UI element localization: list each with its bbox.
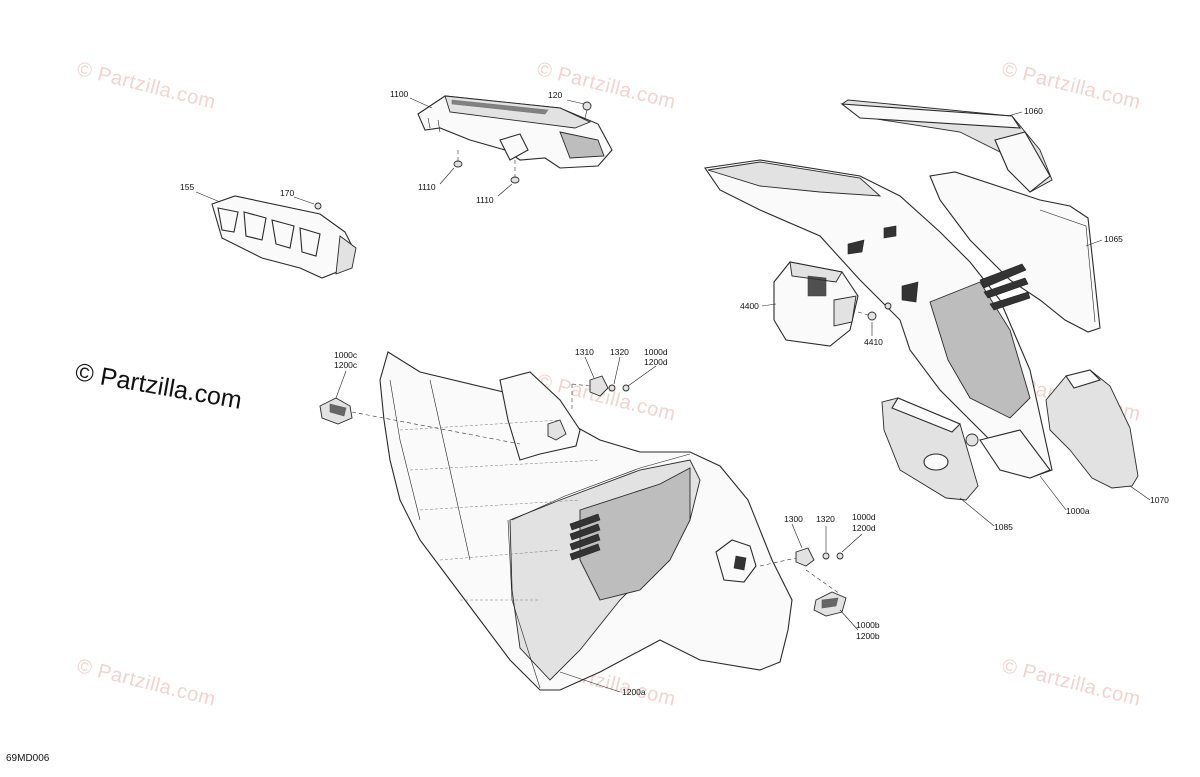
diagram-code: 69MD006 (6, 753, 50, 764)
part-1000c-clip (319, 397, 521, 445)
callout-1085: 1085 (994, 522, 1013, 532)
callout-1310: 1310 (575, 347, 594, 357)
part-4410-screw (857, 302, 892, 321)
part-1310-fastener (547, 375, 630, 441)
callout-170: 170 (280, 188, 294, 198)
callout-1000a: 1000a (1066, 506, 1090, 516)
leader-lines (195, 97, 1151, 693)
part-1110-nut (453, 150, 520, 184)
callout-1200a: 1200a (622, 687, 646, 697)
part-1200a-main-fairing (379, 351, 793, 691)
callout-labels: 1100 120 1110 1110 155 170 1060 1065 440… (180, 89, 1169, 697)
callout-1000d: 1000d (644, 347, 668, 357)
callout-4410: 4410 (864, 337, 883, 347)
callout-1200d: 1200d (852, 523, 876, 533)
callout-120: 120 (548, 90, 562, 100)
callout-1200d: 1200d (644, 357, 668, 367)
part-1070-block (1045, 369, 1139, 489)
callout-1000d: 1000d (852, 512, 876, 522)
part-4400-module (773, 261, 859, 347)
part-155-vent-grille (211, 195, 357, 279)
callout-4400: 4400 (740, 301, 759, 311)
callout-1065: 1065 (1104, 234, 1123, 244)
callout-1200b: 1200b (856, 631, 880, 641)
callout-1110: 1110 (418, 182, 436, 192)
callout-1060: 1060 (1024, 106, 1043, 116)
callout-155: 155 (180, 182, 194, 192)
callout-1320: 1320 (816, 514, 835, 524)
callout-1000b: 1000b (856, 620, 880, 630)
part-1085-block (881, 397, 979, 501)
part-170-clip (314, 202, 322, 210)
part-1060-panel (840, 99, 1053, 193)
part-120-screw (582, 101, 592, 119)
callout-1000c: 1000c (334, 350, 358, 360)
callout-1300: 1300 (784, 514, 803, 524)
callout-1320: 1320 (610, 347, 629, 357)
part-1000a-right-fairing (704, 159, 1053, 479)
part-1100-bracket (417, 95, 613, 169)
callout-1110: 1110 (476, 195, 494, 205)
callout-1070: 1070 (1150, 495, 1169, 505)
callout-1200c: 1200c (334, 360, 358, 370)
part-1300-fastener (759, 547, 844, 595)
part-1065-panel (929, 171, 1101, 333)
part-1000b-clip (813, 591, 847, 617)
callout-1100: 1100 (390, 89, 409, 99)
